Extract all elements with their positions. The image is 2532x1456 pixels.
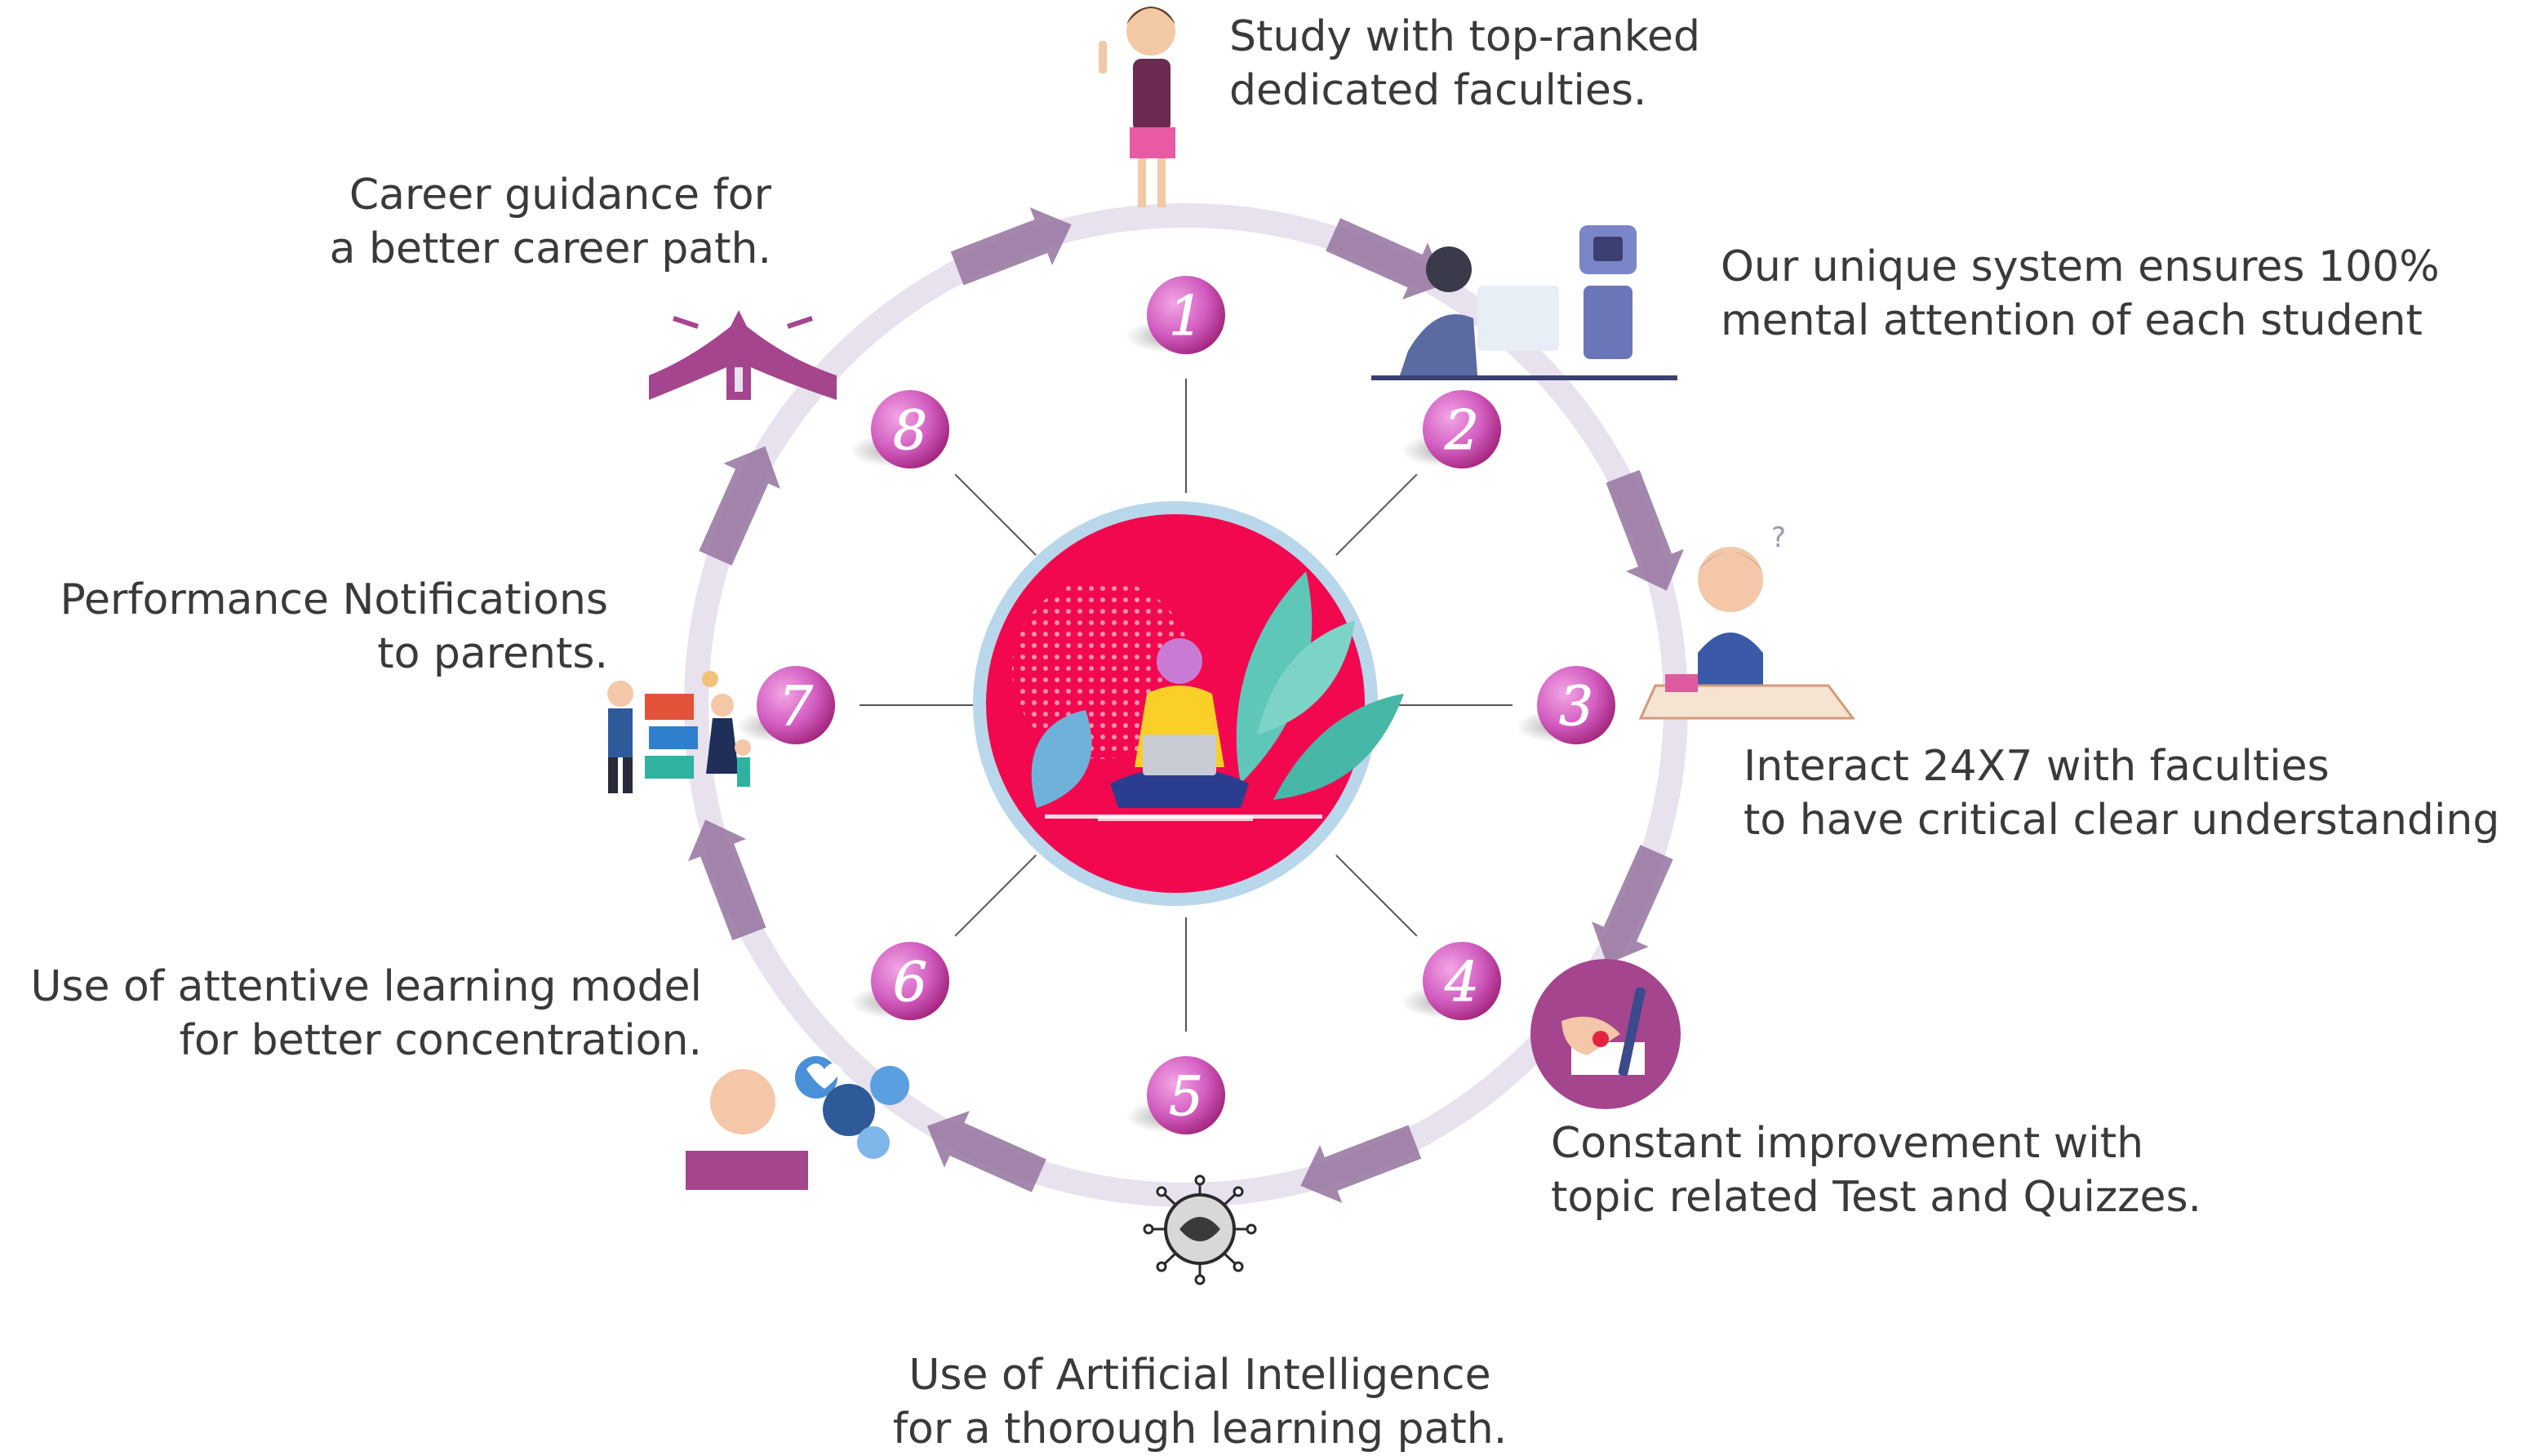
attentive-learning-icon — [686, 1056, 909, 1190]
step-badge-6: 6 — [850, 941, 950, 1020]
robot-student-icon — [1371, 225, 1677, 380]
step-2-label: Our unique system ensures 100%mental att… — [1721, 242, 2440, 345]
step-badge-1: 1 — [1126, 276, 1225, 354]
step-number: 4 — [1444, 951, 1479, 1014]
badge-circle — [1537, 666, 1615, 744]
badge-circle — [871, 941, 950, 1020]
svg-text:?: ? — [1771, 522, 1786, 554]
career-crossroads-icon — [649, 310, 837, 400]
step-number: 1 — [1169, 285, 1203, 348]
writing-hand-icon — [1530, 959, 1681, 1109]
cycle-arrow-7 — [699, 446, 780, 566]
spoke-2 — [1335, 473, 1418, 556]
studying-boy-icon: ? — [1638, 522, 1855, 720]
step-badge-8: 8 — [850, 390, 950, 469]
cycle-arrow-8 — [950, 207, 1072, 286]
ai-brain-icon — [1143, 1174, 1257, 1285]
spokes — [860, 379, 1513, 1032]
badge-circle — [757, 666, 835, 744]
badge-circle — [1147, 276, 1225, 354]
badge-circle — [1147, 1056, 1225, 1134]
badge-circle — [871, 390, 950, 469]
cycle-arrow-2 — [1606, 469, 1684, 591]
cycle-arrow-3 — [1592, 845, 1673, 965]
step-badge-5: 5 — [1126, 1056, 1225, 1134]
step-number: 8 — [893, 399, 927, 462]
step-number: 7 — [779, 675, 813, 738]
cycle-arrow-4 — [1300, 1125, 1422, 1203]
cycle-arrows — [688, 207, 1684, 1203]
parents-notification-icon — [607, 671, 751, 793]
step-badge-4: 4 — [1401, 941, 1501, 1020]
spoke-8 — [954, 473, 1037, 556]
step-number: 3 — [1559, 675, 1593, 738]
center-illustration — [973, 501, 1404, 906]
step-number: 5 — [1169, 1065, 1203, 1128]
step-badges: 1 2 3 4 5 6 7 8 — [735, 276, 1615, 1134]
spoke-6 — [954, 855, 1037, 937]
badge-circle — [1422, 390, 1501, 469]
spoke-4 — [1335, 855, 1418, 937]
cycle-arrow-6 — [688, 819, 766, 941]
cycle-arrow-1 — [1326, 218, 1446, 300]
cycle-arrow-5 — [926, 1111, 1046, 1192]
badge-circle — [1422, 941, 1501, 1020]
step-number: 2 — [1444, 399, 1479, 462]
teacher-icon — [1099, 7, 1175, 207]
step-badge-2: 2 — [1401, 390, 1501, 469]
step-number: 6 — [893, 951, 927, 1014]
step-badge-3: 3 — [1516, 666, 1615, 744]
step-badge-7: 7 — [735, 666, 835, 744]
